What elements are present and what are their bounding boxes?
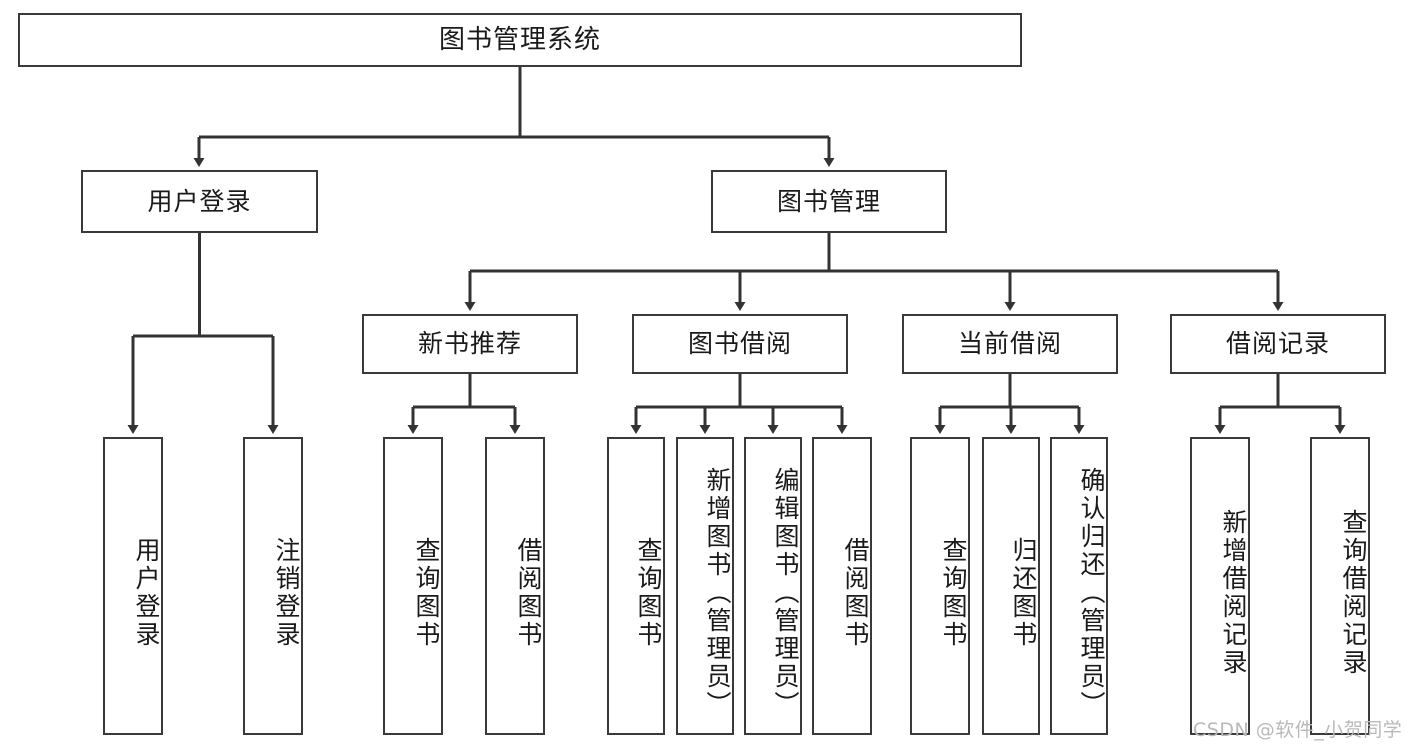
node-leaf-query-book-current-label: 查询图书 (939, 537, 968, 649)
node-leaf-query-borrow-record[interactable]: 查询借阅记录 (1310, 437, 1370, 735)
node-borrow-record[interactable]: 借阅记录 (1170, 314, 1386, 374)
node-root[interactable]: 图书管理系统 (18, 13, 1022, 67)
node-book-borrow-label: 图书借阅 (687, 329, 792, 359)
node-leaf-return-book[interactable]: 归还图书 (982, 437, 1040, 735)
node-leaf-logout-label: 注销登录 (272, 537, 301, 649)
node-leaf-borrow-book-recommend[interactable]: 借阅图书 (485, 437, 545, 735)
node-leaf-edit-book-admin-label: 编辑图书（管理员） (771, 467, 800, 719)
node-leaf-add-book-admin-label: 新增图书（管理员） (703, 467, 732, 719)
node-leaf-query-book-recommend-label: 查询图书 (412, 537, 441, 649)
node-book-borrow[interactable]: 图书借阅 (632, 314, 848, 374)
node-leaf-add-book-admin[interactable]: 新增图书（管理员） (676, 437, 734, 735)
node-current-borrow[interactable]: 当前借阅 (902, 314, 1118, 374)
node-leaf-borrow-book-recommend-label: 借阅图书 (514, 537, 543, 649)
node-new-book-recommend[interactable]: 新书推荐 (362, 314, 578, 374)
node-leaf-logout[interactable]: 注销登录 (243, 437, 303, 735)
node-root-label: 图书管理系统 (438, 24, 601, 55)
node-leaf-query-book-borrow[interactable]: 查询图书 (607, 437, 665, 735)
node-user-login[interactable]: 用户登录 (81, 170, 318, 233)
node-leaf-add-borrow-record[interactable]: 新增借阅记录 (1190, 437, 1250, 735)
node-book-manage-label: 图书管理 (776, 186, 881, 216)
node-leaf-query-book-borrow-label: 查询图书 (634, 537, 663, 649)
node-leaf-query-book-current[interactable]: 查询图书 (910, 437, 970, 735)
node-current-borrow-label: 当前借阅 (957, 329, 1062, 359)
csdn-watermark: CSDN @软件_小贺同学 (1193, 719, 1403, 741)
node-new-book-recommend-label: 新书推荐 (417, 329, 522, 359)
node-book-manage[interactable]: 图书管理 (711, 170, 947, 233)
node-borrow-record-label: 借阅记录 (1225, 329, 1330, 359)
node-leaf-user-login-label: 用户登录 (132, 537, 161, 649)
node-leaf-confirm-return-admin-label: 确认归还（管理员） (1077, 467, 1106, 719)
node-leaf-borrow-book-label: 借阅图书 (841, 537, 870, 649)
node-leaf-return-book-label: 归还图书 (1009, 537, 1038, 649)
node-leaf-user-login[interactable]: 用户登录 (103, 437, 163, 735)
node-leaf-query-borrow-record-label: 查询借阅记录 (1339, 509, 1368, 677)
node-leaf-confirm-return-admin[interactable]: 确认归还（管理员） (1050, 437, 1108, 735)
node-leaf-add-borrow-record-label: 新增借阅记录 (1219, 509, 1248, 677)
node-user-login-label: 用户登录 (147, 186, 252, 216)
node-leaf-query-book-recommend[interactable]: 查询图书 (383, 437, 443, 735)
node-leaf-edit-book-admin[interactable]: 编辑图书（管理员） (744, 437, 802, 735)
node-leaf-borrow-book[interactable]: 借阅图书 (812, 437, 872, 735)
